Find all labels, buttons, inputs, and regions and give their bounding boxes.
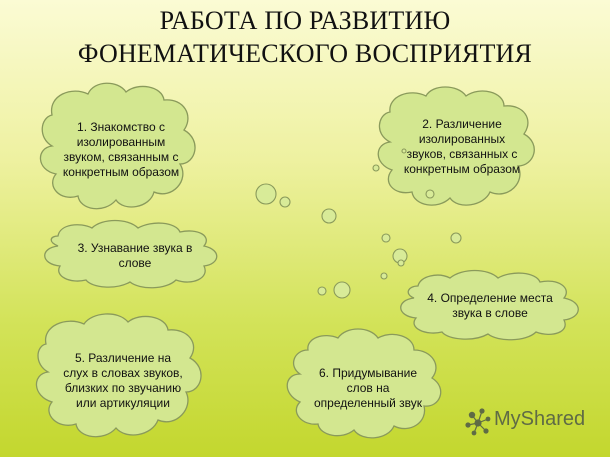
bubble (401, 148, 407, 154)
bubble (381, 233, 391, 243)
cloud-3 (44, 219, 218, 289)
page-title: РАБОТА ПО РАЗВИТИЮ ФОНЕМАТИЧЕСКОГО ВОСПР… (0, 4, 610, 70)
title-line-1: РАБОТА ПО РАЗВИТИЮ (159, 6, 451, 35)
bubble (372, 164, 380, 172)
cloud-6-text: 6. Придумывание слов на определенный зву… (314, 365, 422, 410)
bubble (380, 272, 388, 280)
cloud-2-text: 2. Различение изолированных звуков, связ… (403, 117, 521, 176)
cloud-4-text: 4. Определение места звука в слове (427, 291, 553, 320)
bubble (321, 208, 337, 224)
bubble (279, 196, 291, 208)
cloud-6 (286, 328, 442, 439)
cloud-3-text: 3. Узнавание звука в слове (77, 241, 193, 270)
bubble (425, 189, 435, 199)
cloud-1-text: 1. Знакомство с изолированным звуком, св… (62, 120, 180, 179)
bubble (450, 232, 462, 244)
cloud-1 (39, 82, 196, 210)
cloud-5 (35, 313, 202, 438)
network-icon (465, 408, 491, 436)
bubble (317, 286, 327, 296)
bubble (333, 281, 351, 299)
logo-text: MyShared (494, 408, 586, 430)
cloud-5-text: 5. Различение на слух в словах звуков, б… (63, 351, 183, 410)
bubble (255, 183, 277, 205)
bubble (397, 259, 405, 267)
cloud-4 (400, 269, 579, 341)
cloud-2 (377, 86, 535, 206)
title-line-2: ФОНЕМАТИЧЕСКОГО ВОСПРИЯТИЯ (77, 39, 533, 68)
